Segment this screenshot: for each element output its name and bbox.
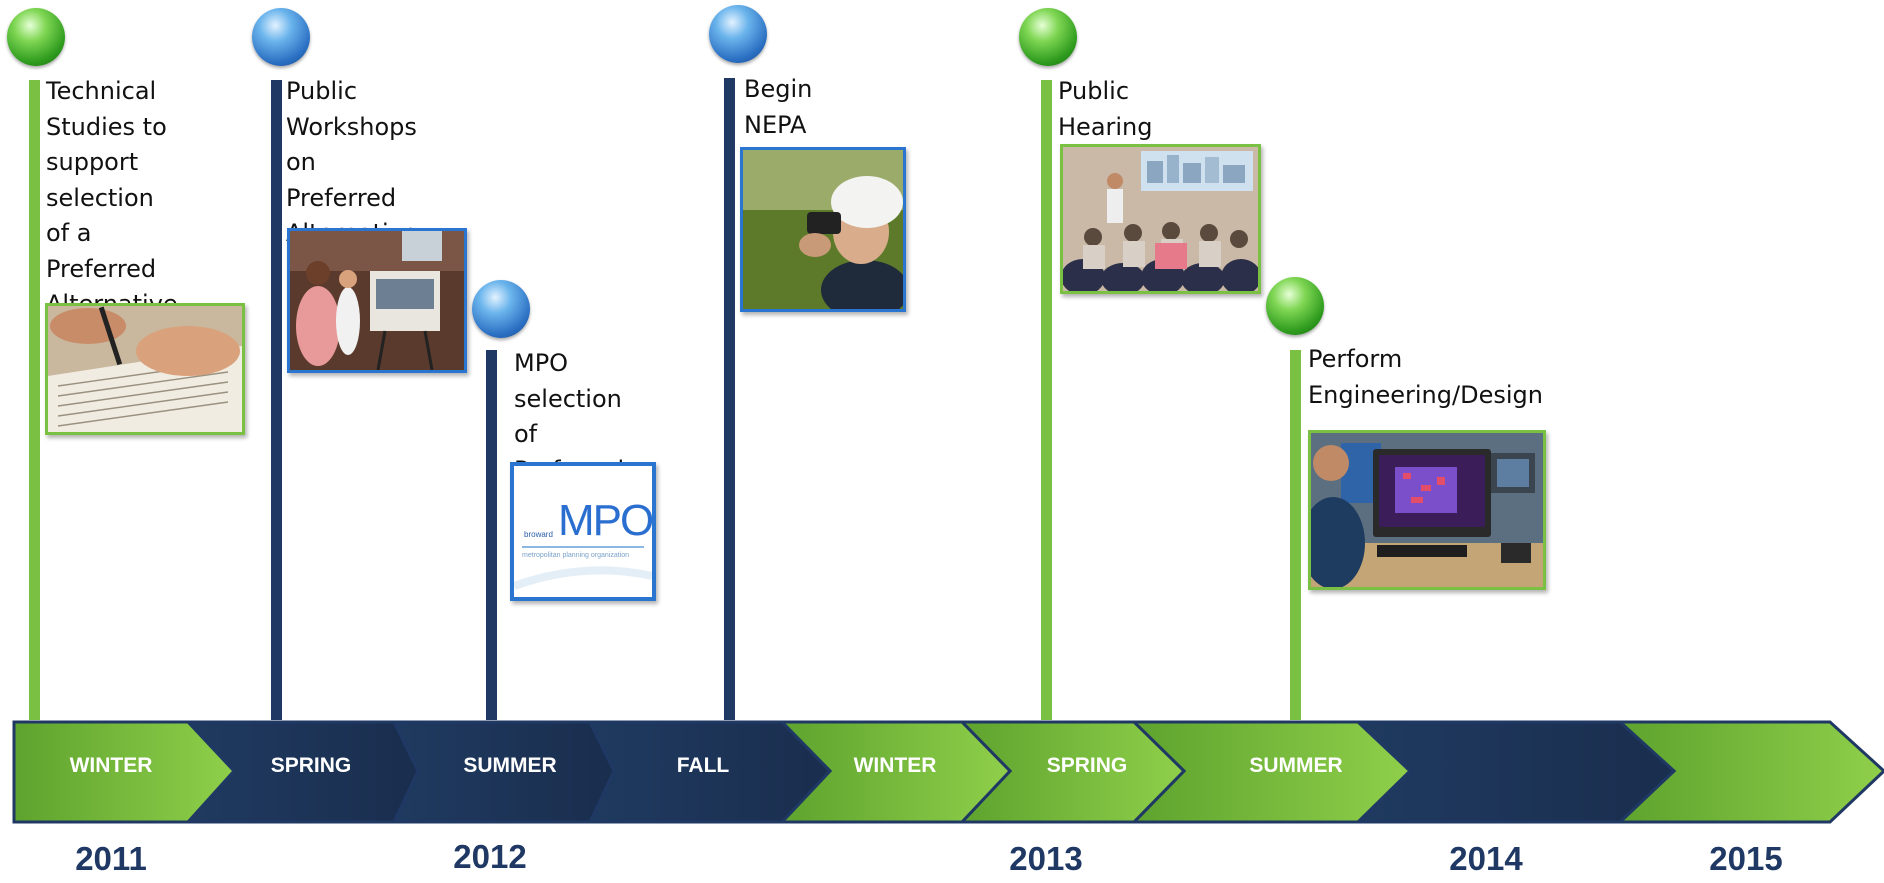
engineer-workstation-photo	[1308, 430, 1546, 590]
year-label-2014: 2014	[1449, 840, 1523, 877]
broward-mpo-logo: broward MPO metropolitan planning organi…	[510, 462, 656, 601]
public-workshop-photo	[287, 228, 467, 373]
blue-marker-icon	[252, 8, 310, 66]
milestone-text: Technical Studies to support selection o…	[46, 77, 178, 318]
milestone-pole	[271, 80, 282, 720]
logo-swoosh-icon	[514, 566, 652, 590]
milestone-pole	[486, 350, 497, 720]
milestone-text: Public Hearing	[1058, 77, 1153, 141]
green-marker-icon	[1019, 8, 1077, 66]
blue-marker-icon	[472, 280, 530, 338]
logo-rule	[522, 546, 644, 548]
surveyor-photo	[740, 147, 906, 312]
blue-marker-icon	[709, 5, 767, 63]
season-label-winter-2013: WINTER	[853, 754, 937, 777]
green-marker-icon	[1266, 277, 1324, 335]
logo-small-text: broward	[524, 530, 553, 539]
green-marker-icon	[7, 8, 65, 66]
season-label-spring-2012: SPRING	[270, 754, 352, 777]
season-label-fall-2012: FALL	[676, 754, 730, 777]
public-hearing-photo	[1060, 144, 1261, 294]
signing-document-photo	[45, 303, 245, 435]
timeline-segment-1	[12, 720, 237, 824]
milestone-pole	[1041, 80, 1052, 720]
milestone-pole	[1290, 350, 1301, 720]
logo-sub-text: metropolitan planning organization	[522, 552, 630, 559]
season-label-summer-2013: SUMMER	[1249, 754, 1343, 777]
season-label-winter-2011: WINTER	[69, 754, 153, 777]
milestone-pole	[724, 78, 735, 720]
milestone-text: Perform Engineering/Design	[1308, 345, 1543, 409]
logo-big-text: MPO	[558, 496, 653, 545]
season-label-summer-2012: SUMMER	[463, 754, 557, 777]
year-label-2015: 2015	[1709, 840, 1783, 877]
year-label-2011: 2011	[75, 840, 147, 877]
milestone-pole	[29, 80, 40, 720]
season-label-spring-2013: SPRING	[1046, 754, 1128, 777]
year-label-2012: 2012	[453, 838, 527, 875]
year-label-2013: 2013	[1009, 840, 1083, 877]
